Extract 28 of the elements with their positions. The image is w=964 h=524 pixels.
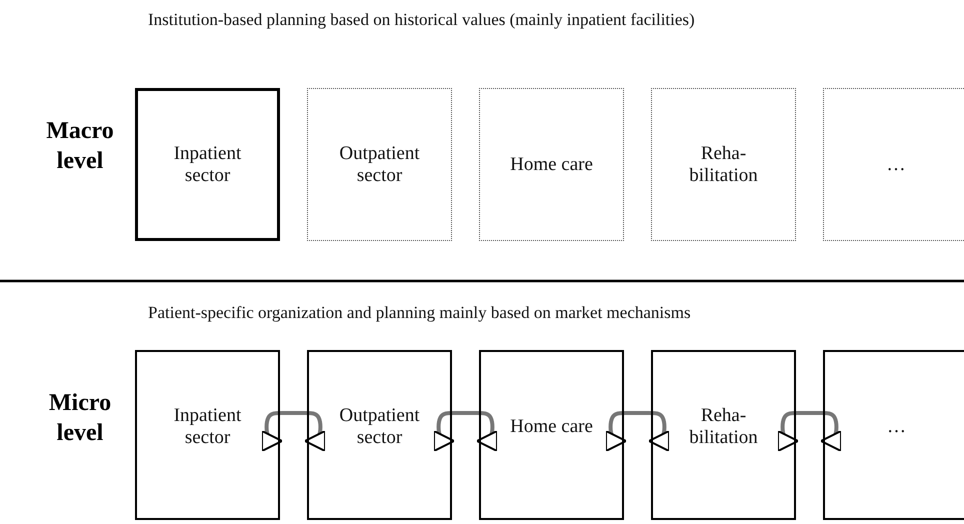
cycle-arrow: [261, 411, 326, 452]
sector-box: [479, 350, 624, 520]
sector-box: [823, 88, 964, 241]
sector-box: [651, 88, 796, 241]
sector-label: Reha- bilitation: [688, 142, 759, 186]
sector-label: Home care: [510, 154, 593, 176]
sector-box: [823, 350, 964, 520]
level-label: Macro level: [45, 117, 115, 176]
sector-label: Outpatient sector: [338, 142, 421, 186]
sector-box: [307, 88, 452, 241]
sector-label: …: [886, 154, 906, 176]
sector-label: Inpatient sector: [172, 142, 242, 186]
cycle-arrow: [777, 411, 842, 452]
sector-box: [135, 88, 280, 241]
sector-box: [651, 350, 796, 520]
section-caption: Patient-specific organization and planning mainly based on market mechanisms: [148, 303, 691, 323]
sector-box: [479, 88, 624, 241]
level-label: Micro level: [48, 389, 112, 448]
cycle-arrow: [433, 411, 498, 452]
sector-label: Outpatient sector: [338, 405, 421, 449]
sector-label: Home care: [510, 416, 593, 438]
sector-label: Inpatient sector: [172, 405, 242, 449]
sector-box: [307, 350, 452, 520]
cycle-arrow: [605, 411, 670, 452]
sector-box: [135, 350, 280, 520]
sector-label: Reha- bilitation: [688, 405, 759, 449]
sector-label: …: [887, 416, 906, 438]
section-caption: Institution-based planning based on historical values (mainly inpatient facilities): [148, 10, 695, 30]
